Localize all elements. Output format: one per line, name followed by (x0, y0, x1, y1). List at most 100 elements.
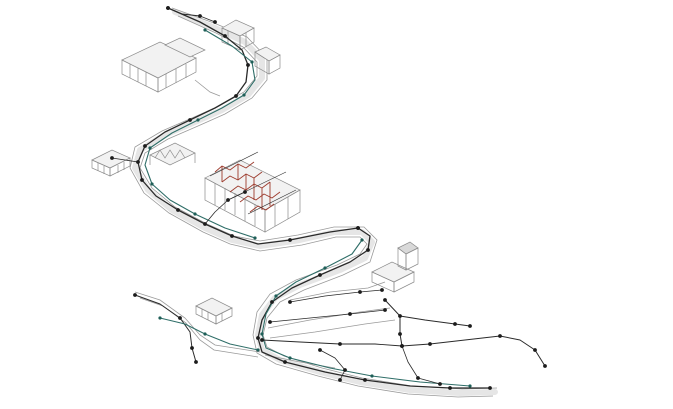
node-marker-3 (234, 94, 238, 98)
route-lower-left (134, 294, 197, 363)
node-marker-24 (283, 360, 287, 364)
node-marker-65 (438, 382, 442, 386)
node-marker-61 (343, 368, 347, 372)
node-marker-11 (203, 28, 207, 32)
route-right-east (384, 299, 546, 367)
node-marker-47 (268, 320, 272, 324)
node-marker-45 (338, 342, 342, 346)
building-right-house (371, 241, 419, 293)
main-road-fill (132, 9, 498, 396)
node-marker-68 (213, 20, 217, 24)
route-lower-left-b (159, 317, 259, 351)
node-marker-4 (188, 118, 192, 122)
node-marker-8 (230, 234, 234, 238)
node-marker-64 (416, 376, 420, 380)
node-marker-70 (110, 156, 114, 160)
node-marker-7 (176, 208, 180, 212)
node-marker-43 (468, 324, 472, 328)
node-marker-33 (370, 374, 374, 378)
node-marker-20 (366, 248, 370, 252)
main-road-edge-inner (129, 15, 494, 398)
route-lower-slope-b (289, 289, 383, 303)
node-marker-71 (203, 222, 207, 226)
route-right-branch (399, 315, 471, 327)
route-main-upper-teal (144, 29, 256, 239)
node-marker-51 (358, 290, 362, 294)
building-mid-left (91, 149, 131, 177)
node-marker-44 (260, 338, 264, 342)
node-marker-42 (453, 322, 457, 326)
route-top-spur (167, 7, 216, 23)
node-marker-63 (400, 344, 404, 348)
node-marker-40 (543, 364, 547, 368)
node-marker-67 (198, 14, 202, 18)
node-marker-2 (246, 63, 250, 67)
node-marker-6 (140, 178, 144, 182)
node-marker-41 (398, 314, 402, 318)
node-marker-62 (338, 378, 342, 382)
node-marker-36 (398, 332, 402, 336)
lower-slope-road-d (289, 281, 386, 301)
buildings (91, 19, 419, 325)
node-marker-18 (253, 236, 257, 240)
node-marker-17 (193, 212, 197, 216)
node-marker-12 (250, 60, 254, 64)
upper-hairpin-road (194, 79, 221, 97)
node-markers (110, 6, 547, 390)
node-marker-21 (318, 273, 322, 277)
steel-frame-red (214, 161, 281, 213)
building-bottom-left (195, 297, 233, 325)
node-marker-13 (242, 93, 246, 97)
route-main-lower (257, 227, 491, 389)
node-marker-39 (533, 348, 537, 352)
node-marker-66 (166, 6, 170, 10)
node-marker-5 (143, 144, 147, 148)
node-marker-19 (356, 226, 360, 230)
route-lower-slope-a (269, 309, 386, 323)
route-mid-connector (111, 157, 139, 163)
node-marker-72 (226, 198, 230, 202)
node-marker-48 (348, 312, 352, 316)
road-corridor (129, 7, 498, 398)
building-top-right-block (254, 46, 281, 75)
lower-branch-road-a (134, 291, 261, 353)
building-top-left-block (121, 37, 206, 93)
node-marker-69 (136, 160, 140, 164)
node-marker-9 (288, 238, 292, 242)
node-marker-37 (428, 342, 432, 346)
lower-branch-road-b (139, 297, 259, 358)
node-marker-58 (203, 332, 207, 336)
node-marker-55 (190, 346, 194, 350)
node-marker-31 (260, 332, 264, 336)
node-marker-53 (133, 293, 137, 297)
building-central-frame (204, 159, 301, 233)
node-marker-15 (148, 146, 152, 150)
building-mid-canopy (149, 142, 196, 166)
route-lower-right-drop (319, 349, 346, 381)
node-marker-73 (243, 190, 247, 194)
route-lower-mid (261, 339, 403, 347)
node-marker-27 (488, 386, 492, 390)
node-marker-56 (194, 360, 198, 364)
node-marker-23 (256, 336, 260, 340)
node-marker-22 (270, 300, 274, 304)
node-marker-52 (380, 288, 384, 292)
node-marker-32 (288, 356, 292, 360)
route-frame-feed (204, 191, 246, 225)
node-marker-25 (363, 378, 367, 382)
node-marker-14 (196, 118, 200, 122)
node-marker-16 (150, 182, 154, 186)
node-marker-1 (223, 34, 227, 38)
node-marker-38 (498, 334, 502, 338)
node-marker-57 (158, 316, 162, 320)
node-marker-54 (178, 316, 182, 320)
route-lower-east-end (401, 345, 441, 385)
node-marker-50 (288, 300, 292, 304)
node-marker-60 (318, 348, 322, 352)
node-marker-30 (274, 294, 278, 298)
node-marker-59 (256, 348, 260, 352)
node-marker-26 (448, 386, 452, 390)
lower-slope-road-a (267, 307, 391, 329)
lower-slope-road-b (269, 319, 396, 339)
